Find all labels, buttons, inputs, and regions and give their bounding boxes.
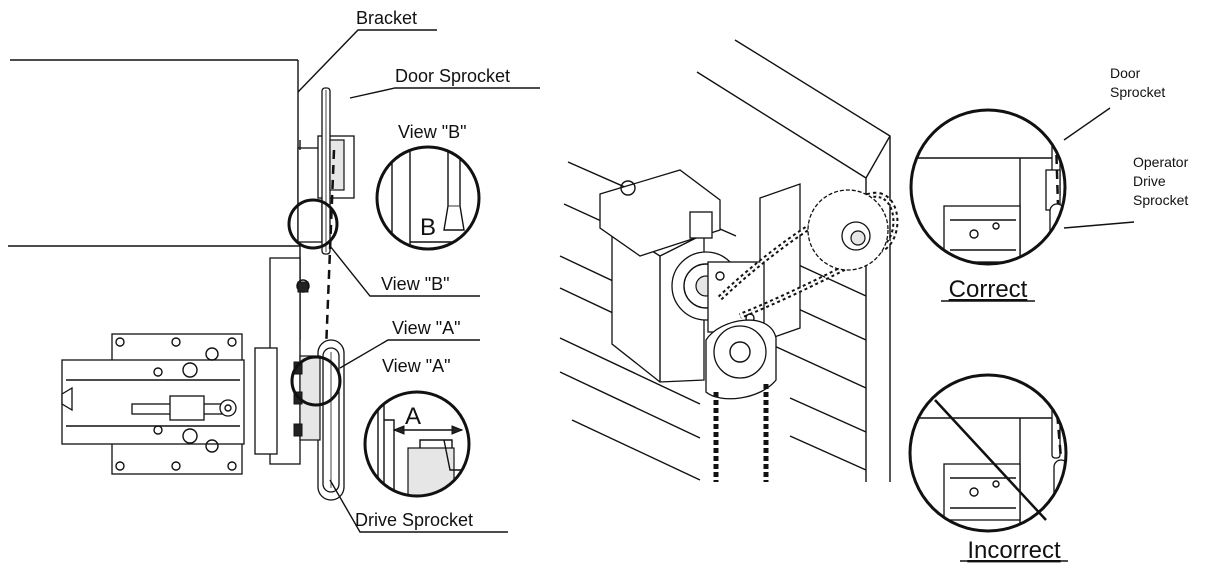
drive-sprocket xyxy=(293,339,345,501)
operator-label-2: Drive xyxy=(1133,173,1166,189)
iso-door-sprocket xyxy=(807,189,889,271)
detail-view-b xyxy=(375,145,481,251)
view-a-marker-circle xyxy=(290,355,342,407)
correct-detail xyxy=(909,107,1135,266)
incorrect-detail xyxy=(908,373,1068,533)
left-side-view xyxy=(8,29,540,533)
door-sprocket-label: Door Sprocket xyxy=(395,66,510,86)
hand-chain-wheel xyxy=(705,319,777,482)
incorrect-caption: Incorrect xyxy=(967,537,1061,564)
bracket-label: Bracket xyxy=(356,8,417,28)
drive-sprocket-label: Drive Sprocket xyxy=(355,510,473,530)
correct-caption: Correct xyxy=(949,276,1028,303)
door-sprocket xyxy=(321,87,345,255)
view-b-pointer-label: View "B" xyxy=(381,274,449,294)
right-door-label-1: Door xyxy=(1110,65,1141,81)
view-a-pointer-label: View "A" xyxy=(392,318,460,338)
operator-housing xyxy=(599,169,765,383)
view-a-title: View "A" xyxy=(382,356,450,376)
incorrect-slash xyxy=(934,399,1047,521)
operator-label-1: Operator xyxy=(1133,154,1189,170)
isometric-view xyxy=(559,39,899,482)
detail-view-a xyxy=(363,390,471,498)
view-b-letter: B xyxy=(420,214,436,241)
operator-body xyxy=(61,333,245,475)
right-door-label-2: Sprocket xyxy=(1110,84,1165,100)
view-a-letter: A xyxy=(405,403,421,430)
chain-line xyxy=(324,149,336,351)
operator-label-3: Sprocket xyxy=(1133,192,1188,208)
view-b-title: View "B" xyxy=(398,122,466,142)
view-b-marker-circle xyxy=(287,198,339,250)
